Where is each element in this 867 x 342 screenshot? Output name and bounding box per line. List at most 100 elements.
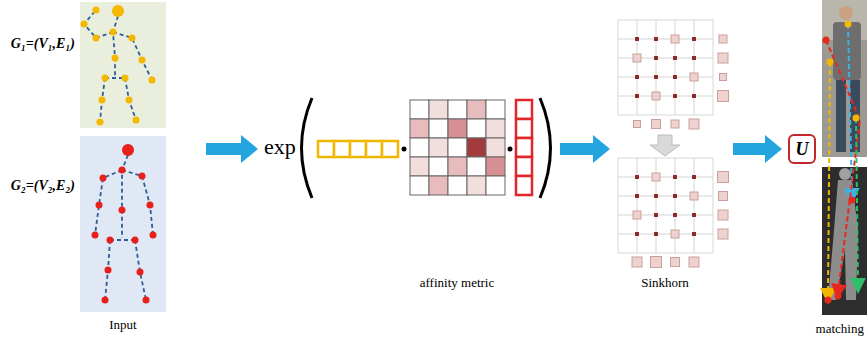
keypoint bbox=[849, 197, 856, 204]
skeleton-bone bbox=[125, 78, 136, 120]
skeleton-joint bbox=[119, 207, 126, 214]
sinkhorn-matrix bbox=[692, 56, 696, 60]
matching-photo bbox=[822, 0, 867, 157]
function-name: exp bbox=[264, 134, 296, 159]
flow-arrow bbox=[560, 135, 610, 163]
stage-label: matching bbox=[816, 322, 864, 337]
graph-panel: G₂=(V₂,E₂) bbox=[80, 136, 166, 312]
graph-label: G₂=(V₂,E₂) bbox=[11, 178, 75, 194]
sinkhorn-matrix bbox=[694, 158, 695, 253]
skeleton-joint bbox=[129, 35, 136, 42]
match-line bbox=[856, 118, 858, 286]
skeleton-joint bbox=[143, 297, 150, 304]
skeleton-joint bbox=[107, 237, 114, 244]
affinity-matrix bbox=[467, 100, 486, 119]
parenthesis bbox=[302, 98, 551, 198]
sinkhorn-matrix bbox=[652, 92, 660, 100]
parenthesis bbox=[302, 98, 313, 198]
match-line bbox=[826, 40, 860, 292]
sinkhorn-matrix bbox=[718, 172, 729, 183]
sinkhorn-matrix bbox=[720, 74, 727, 81]
skeleton-joint bbox=[150, 232, 157, 239]
sinkhorn-matrix bbox=[654, 37, 658, 41]
sinkhorn-matrix bbox=[718, 53, 728, 63]
skeleton-joint bbox=[102, 75, 109, 82]
affinity-matrix bbox=[448, 119, 467, 138]
affinity-matrix bbox=[467, 157, 486, 176]
sinkhorn-matrix bbox=[692, 175, 696, 179]
skeleton-joint bbox=[81, 21, 88, 28]
sinkhorn-matrix bbox=[671, 230, 679, 238]
feature-vector bbox=[350, 141, 366, 157]
sinkhorn-matrix bbox=[673, 94, 677, 98]
sinkhorn-matrix bbox=[635, 175, 639, 179]
sinkhorn-matrix bbox=[635, 37, 639, 41]
matching-photo bbox=[836, 80, 846, 152]
sinkhorn-matrix bbox=[618, 234, 713, 235]
matching-photo bbox=[833, 22, 861, 80]
sinkhorn-matrix bbox=[692, 232, 696, 236]
feature-vector bbox=[516, 119, 532, 138]
skeleton-bone bbox=[95, 170, 122, 235]
flow-arrow bbox=[206, 135, 258, 163]
sinkhorn-matrix bbox=[618, 96, 713, 97]
keypoint bbox=[845, 21, 852, 28]
sinkhorn-matrix bbox=[654, 213, 658, 217]
affinity-matrix bbox=[448, 138, 467, 157]
affinity-matrix bbox=[429, 157, 448, 176]
affinity-matrix bbox=[429, 100, 448, 119]
skeleton-bone bbox=[84, 10, 113, 38]
skeleton-bone bbox=[122, 170, 153, 235]
skeleton-joint bbox=[122, 144, 134, 156]
stage-label: Sinkhorn bbox=[641, 276, 689, 291]
sinkhorn-matrix bbox=[718, 210, 728, 220]
keypoint bbox=[825, 297, 832, 304]
output-box: U bbox=[788, 134, 816, 164]
skeleton-joint bbox=[92, 144, 157, 304]
sinkhorn-matrix bbox=[635, 194, 639, 198]
keypoint bbox=[823, 37, 830, 44]
product-dot bbox=[402, 147, 407, 152]
skeleton-joint bbox=[126, 97, 133, 104]
down-arrow bbox=[650, 135, 680, 156]
keypoint bbox=[823, 21, 860, 304]
sinkhorn-matrix bbox=[618, 39, 713, 40]
sinkhorn-matrix bbox=[654, 75, 658, 79]
graph-label: G₁=(V₁,E₁) bbox=[11, 36, 75, 52]
match-line bbox=[848, 24, 852, 196]
skeleton-joint bbox=[92, 232, 99, 239]
skeleton-bone bbox=[84, 10, 153, 300]
sinkhorn-matrix bbox=[692, 37, 696, 41]
skeleton-joint bbox=[149, 77, 156, 84]
graph-panel: G₁=(V₁,E₁) bbox=[80, 2, 166, 128]
affinity-matrix bbox=[429, 138, 448, 157]
skeleton-joint bbox=[119, 167, 126, 174]
affinity-matrix bbox=[486, 119, 505, 138]
skeleton-joint bbox=[147, 202, 154, 209]
skeleton-joint bbox=[96, 202, 103, 209]
feature-vector bbox=[516, 157, 532, 176]
sinkhorn-matrix bbox=[652, 173, 660, 181]
sinkhorn-matrix bbox=[671, 35, 679, 43]
affinity-matrix bbox=[429, 176, 448, 195]
sinkhorn-matrix bbox=[633, 211, 641, 219]
skeleton-bone bbox=[113, 16, 118, 76]
skeleton-joint bbox=[139, 57, 146, 64]
keypoint bbox=[827, 59, 834, 66]
sinkhorn-matrix bbox=[654, 232, 658, 236]
sinkhorn-matrix bbox=[656, 20, 657, 115]
sinkhorn-matrix bbox=[632, 257, 642, 267]
matrix-symbol: U bbox=[796, 139, 809, 160]
sinkhorn-matrix bbox=[618, 158, 713, 253]
sinkhorn-matrix bbox=[673, 175, 677, 179]
sinkhorn-matrix bbox=[673, 75, 677, 79]
feature-vector bbox=[366, 141, 382, 157]
affinity-matrix bbox=[410, 138, 429, 157]
matching-photo bbox=[839, 168, 851, 180]
skeleton-bone bbox=[110, 239, 135, 241]
matching-photo bbox=[828, 180, 858, 300]
sinkhorn-matrix bbox=[637, 20, 638, 115]
skeleton-joint bbox=[133, 117, 140, 124]
affinity-matrix bbox=[467, 119, 486, 138]
sinkhorn-matrix bbox=[618, 77, 713, 78]
